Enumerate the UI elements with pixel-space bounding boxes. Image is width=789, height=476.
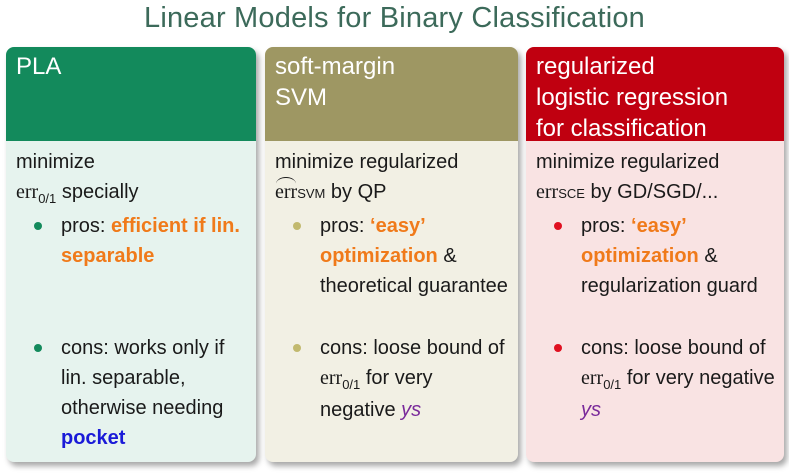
- svm-intro-line1: minimize regularized: [275, 151, 459, 173]
- svm-column: soft-margin SVM minimize regularized err…: [265, 47, 518, 462]
- pla-err-symbol: err: [16, 181, 39, 203]
- logreg-cons-ys: ys: [581, 399, 601, 421]
- pla-cons-text: cons: works only if lin. separable, othe…: [61, 337, 225, 419]
- svm-intro-line2: errSVM by QP: [275, 177, 510, 209]
- logreg-header-line2: logistic regression: [536, 84, 729, 111]
- pla-pros-highlight: efficient if lin. separable: [61, 215, 240, 267]
- svm-err-subscript: SVM: [297, 186, 326, 201]
- logreg-cons-item: cons: loose bound of err0/1 for very neg…: [554, 333, 776, 425]
- bullet-dot-icon: [34, 222, 42, 230]
- svm-pros-item: pros: ‘easy’ optimization & theoretical …: [293, 211, 510, 333]
- svm-err-hat-symbol: err: [275, 177, 297, 207]
- logreg-column: regularized logistic regression for clas…: [526, 47, 784, 462]
- svm-header-line2: SVM: [275, 84, 328, 111]
- bullet-dot-icon: [554, 222, 562, 230]
- pla-intro-tail: specially: [56, 181, 139, 203]
- bullet-dot-icon: [554, 344, 562, 352]
- logreg-bullets: pros: ‘easy’ optimization & regularizati…: [536, 211, 776, 425]
- svm-bullets: pros: ‘easy’ optimization & theoretical …: [275, 211, 510, 425]
- pla-cons-pocket: pocket: [61, 427, 126, 449]
- svm-header: soft-margin SVM: [265, 47, 518, 141]
- pla-column: PLA minimize err0/1 specially pros: effi…: [6, 47, 256, 462]
- svm-header-line1: soft-margin: [275, 53, 396, 80]
- pla-err-subscript: 0/1: [38, 191, 57, 206]
- logreg-header-line3: for classification: [536, 115, 707, 142]
- logreg-body: minimize regularized errSCE by GD/SGD/..…: [526, 141, 784, 425]
- logreg-cons-tail: for very negative: [621, 367, 775, 389]
- svm-cons-subscript: 0/1: [342, 377, 361, 392]
- pla-header: PLA: [6, 47, 256, 141]
- logreg-header-line1: regularized: [536, 53, 655, 80]
- logreg-pros-highlight: ‘easy’ optimization: [581, 215, 699, 267]
- svm-pros-highlight: ‘easy’ optimization: [320, 215, 438, 267]
- logreg-intro-line2: errSCE by GD/SGD/...: [536, 177, 776, 209]
- pla-header-line: PLA: [16, 53, 62, 80]
- svm-cons-text: cons: loose bound of: [320, 337, 505, 359]
- logreg-cons-text: cons: loose bound of: [581, 337, 766, 359]
- logreg-intro-tail: by GD/SGD/...: [584, 181, 719, 203]
- logreg-pros-tail: & regularization guard: [581, 245, 758, 297]
- svm-pros-tail: & theoretical guarantee: [320, 245, 508, 297]
- logreg-err-subscript: SCE: [558, 186, 585, 201]
- svm-intro-tail: by QP: [325, 181, 387, 203]
- pla-intro-line2: err0/1 specially: [16, 177, 248, 209]
- pla-cons-item: cons: works only if lin. separable, othe…: [34, 333, 248, 453]
- logreg-cons-subscript: 0/1: [603, 377, 622, 392]
- slide-title: Linear Models for Binary Classification: [143, 2, 645, 34]
- svm-cons-item: cons: loose bound of err0/1 for very neg…: [293, 333, 510, 425]
- logreg-err-symbol: err: [536, 181, 559, 203]
- logreg-header: regularized logistic regression for clas…: [526, 47, 784, 142]
- svm-body: minimize regularized errSVM by QP pros: …: [265, 141, 518, 425]
- logreg-pros-prefix: pros:: [581, 215, 632, 237]
- pla-body: minimize err0/1 specially pros: efficien…: [6, 141, 256, 453]
- svm-cons-err: err: [320, 367, 343, 389]
- pla-pros-item: pros: efficient if lin. separable: [34, 211, 248, 333]
- bullet-dot-icon: [293, 222, 301, 230]
- pla-intro-line1: minimize: [16, 151, 95, 173]
- logreg-cons-err: err: [581, 367, 604, 389]
- logreg-intro-line1: minimize regularized: [536, 151, 720, 173]
- pla-pros-prefix: pros:: [61, 215, 112, 237]
- bullet-dot-icon: [293, 344, 301, 352]
- pla-bullets: pros: efficient if lin. separable cons: …: [16, 211, 248, 453]
- logreg-pros-item: pros: ‘easy’ optimization & regularizati…: [554, 211, 776, 333]
- svm-cons-tail: for very negative: [320, 367, 433, 421]
- svm-pros-prefix: pros:: [320, 215, 371, 237]
- svm-cons-ys: ys: [401, 399, 422, 421]
- bullet-dot-icon: [34, 344, 42, 352]
